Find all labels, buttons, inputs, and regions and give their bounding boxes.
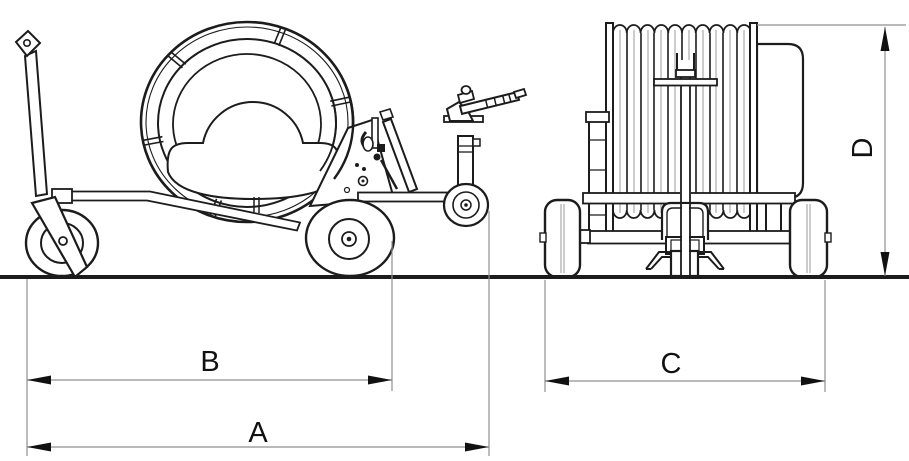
hose-reel xyxy=(139,20,355,224)
reel-support-turret xyxy=(308,79,396,208)
rear-body xyxy=(755,42,805,200)
left-tire xyxy=(539,198,582,279)
drawbar xyxy=(14,29,49,198)
dimension-annotations: B A C D xyxy=(26,24,906,456)
stabilizer-foot xyxy=(645,201,725,278)
front-view xyxy=(539,22,832,279)
dimension-b-label: B xyxy=(200,346,219,378)
right-tire xyxy=(788,198,832,279)
dimension-a-label: A xyxy=(248,417,268,449)
anchor-blade xyxy=(30,195,89,279)
dimension-c-label: C xyxy=(661,348,682,380)
gun-cart-wheel xyxy=(442,182,490,228)
sprinkler-gun xyxy=(443,85,528,190)
mast-crossbar xyxy=(653,78,718,87)
main-wheel xyxy=(304,198,396,278)
dimension-arrowheads xyxy=(27,27,890,452)
side-view xyxy=(14,20,528,279)
extension-lines xyxy=(26,24,906,456)
support-leg xyxy=(378,108,419,194)
left-post xyxy=(585,111,610,244)
hose-wrap-profile xyxy=(166,101,341,201)
dimension-d-label: D xyxy=(847,138,879,159)
